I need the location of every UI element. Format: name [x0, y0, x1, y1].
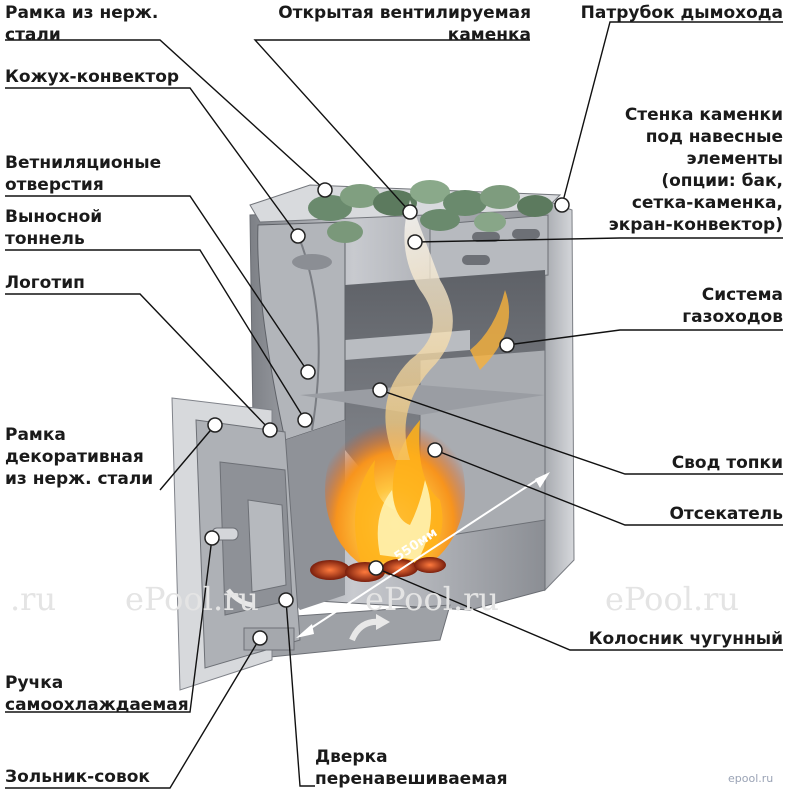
label-logo: Логотип	[5, 273, 85, 293]
stove-side-wall	[544, 199, 575, 592]
leader-chimney	[561, 21, 783, 206]
watermark: .ru	[10, 580, 57, 618]
hot-air-stream	[385, 200, 453, 460]
leader-casing	[5, 87, 299, 237]
label-grate: Колосник чугунный	[588, 629, 783, 649]
leader-dot-vents	[300, 364, 316, 380]
leader-dot-grate	[368, 560, 384, 576]
corner-watermark: epool.ru	[728, 772, 774, 785]
leader-deco-frame	[159, 424, 216, 491]
leader-vents	[5, 195, 309, 373]
leader-gas-system	[506, 329, 783, 346]
leader-dot-deflector	[427, 442, 443, 458]
firebox-vault	[300, 385, 545, 415]
leader-grate	[375, 567, 783, 651]
leader-dot-chimney	[554, 197, 570, 213]
leader-dot-gas-system	[499, 337, 515, 353]
leader-dot-logo	[262, 422, 278, 438]
leader-logo	[5, 293, 271, 431]
leader-dot-open-heater	[402, 204, 418, 220]
leader-deflector	[434, 449, 783, 526]
leader-dot-door	[278, 592, 294, 608]
leader-firebox-vault	[379, 389, 783, 475]
watermark: ePool.ru	[605, 580, 740, 618]
leader-dots	[204, 182, 570, 646]
label-firebox-vault: Свод топки	[671, 453, 783, 473]
label-frame-steel: Рамка из нерж.стали	[5, 3, 159, 45]
leader-dot-heater-wall	[407, 234, 423, 250]
watermark: ePool.ru	[125, 580, 260, 618]
leader-heater-wall	[414, 237, 783, 243]
leader-dot-casing	[290, 228, 306, 244]
leader-door	[285, 599, 315, 787]
label-deflector: Отсекатель	[669, 504, 783, 524]
leader-dot-firebox-vault	[372, 382, 388, 398]
leader-dot-deco-frame	[207, 417, 223, 433]
leader-dot-frame-steel	[317, 182, 333, 198]
label-ash-pan: Зольник-совок	[5, 767, 150, 787]
leader-dot-tunnel	[297, 412, 313, 428]
label-casing: Кожух-конвектор	[5, 67, 180, 87]
leader-open-heater	[253, 39, 530, 213]
watermark: ePool.ru	[365, 580, 500, 618]
ash-pan-door	[243, 627, 295, 651]
label-chimney: Патрубок дымохода	[580, 3, 783, 23]
logo-emblem	[292, 254, 332, 270]
leader-handle	[5, 537, 213, 713]
leader-ash-pan	[5, 637, 261, 789]
leader-dot-ash-pan	[252, 630, 268, 646]
leader-dot-handle	[204, 530, 220, 546]
leader-tunnel	[5, 249, 306, 421]
leader-lines	[5, 21, 783, 789]
leader-frame-steel	[5, 39, 326, 191]
